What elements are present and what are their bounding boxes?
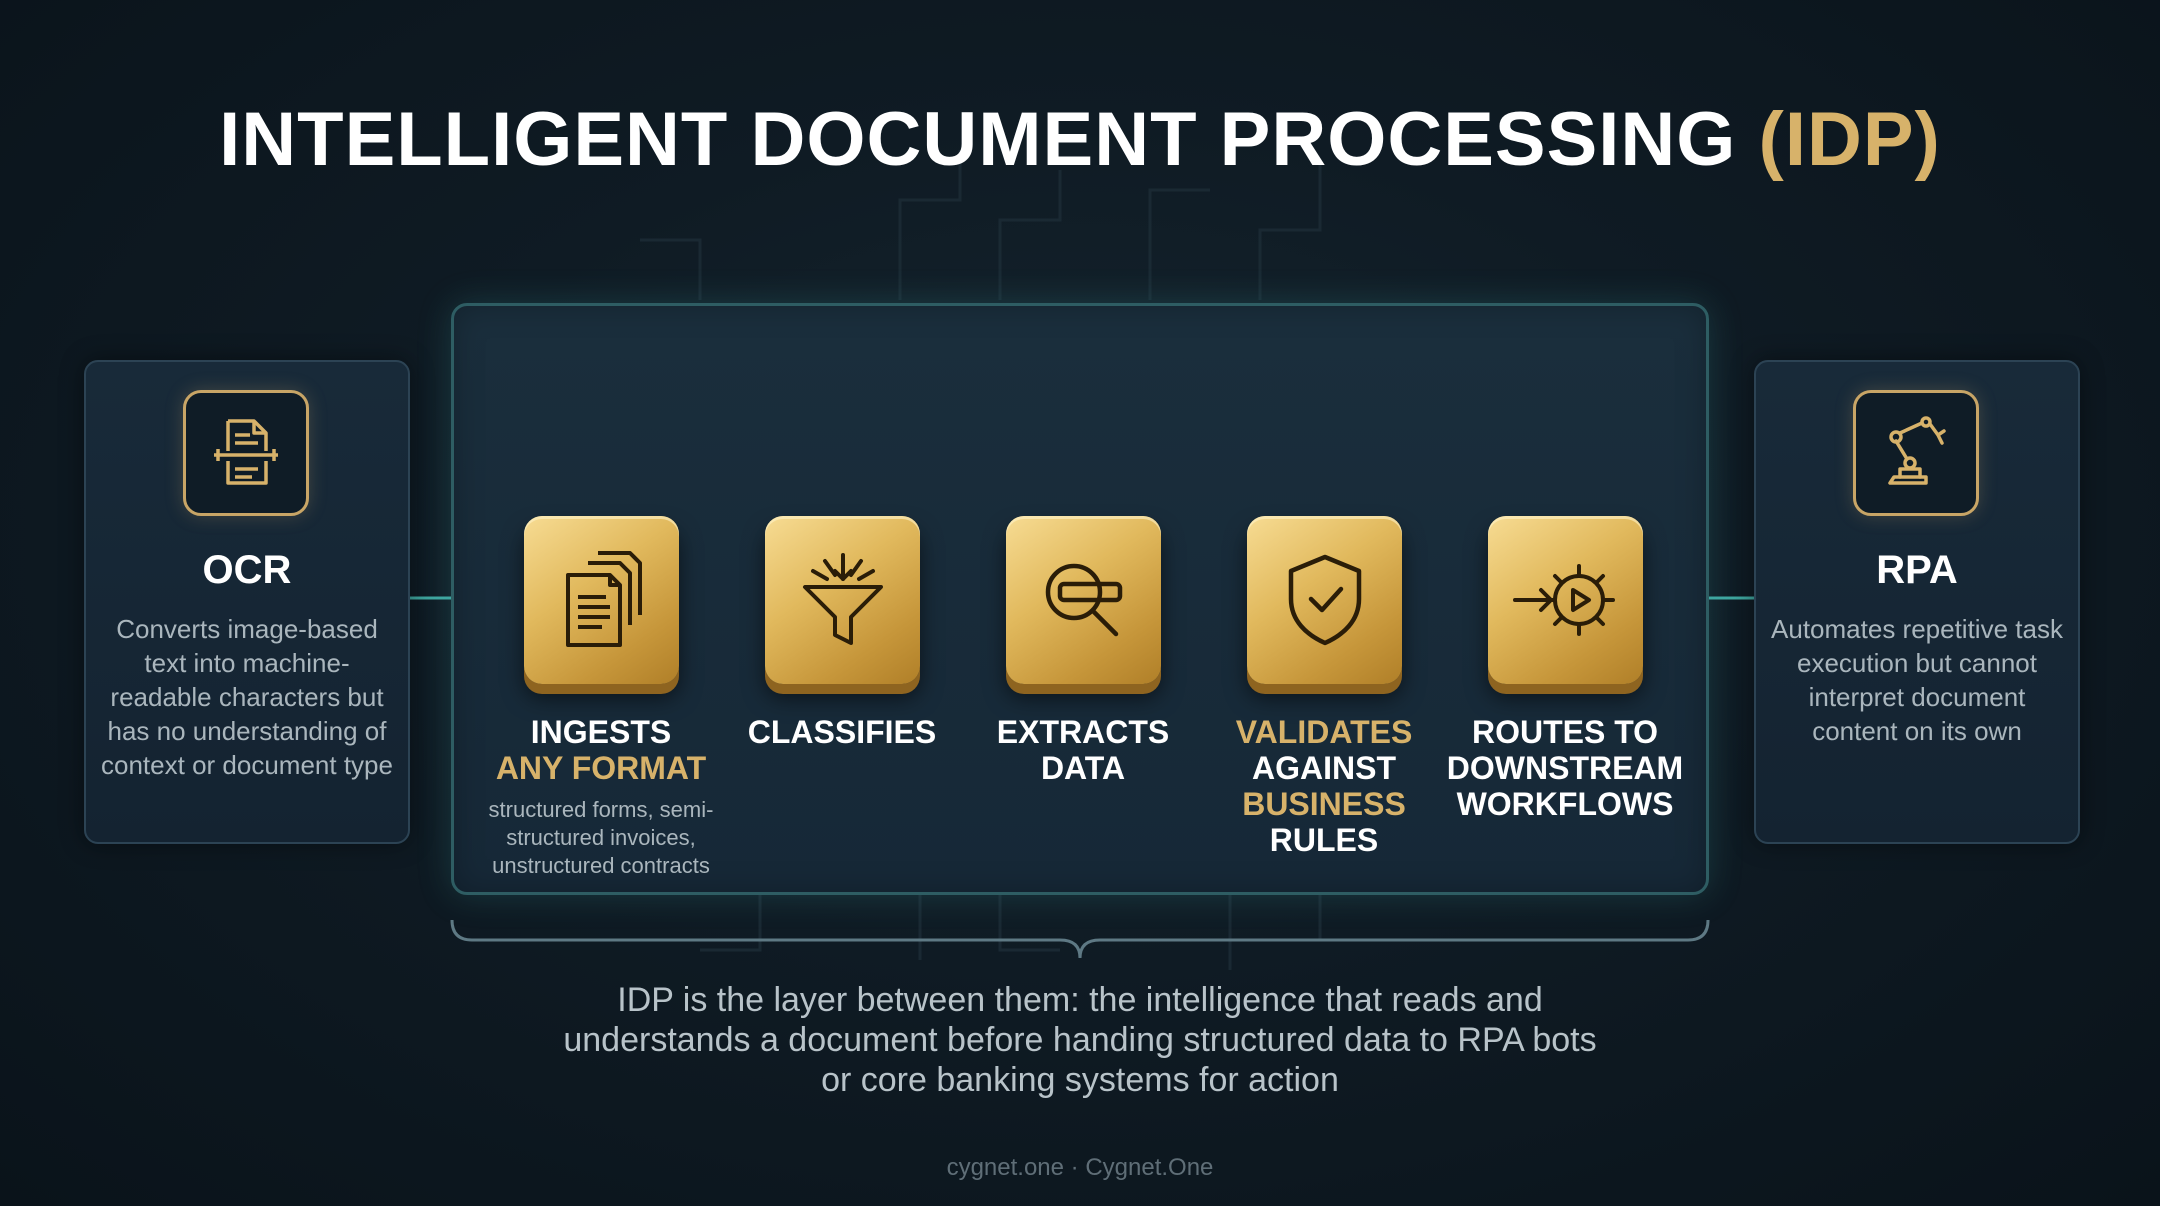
documents-stack-icon bbox=[565, 551, 642, 647]
step-classify-label: CLASSIFIES bbox=[747, 714, 937, 750]
gear-arrow-icon bbox=[1512, 564, 1615, 636]
ocr-card: OCR Converts image-based text into machi… bbox=[84, 360, 410, 844]
robot-arm-icon bbox=[1853, 390, 1979, 516]
magnifier-icon bbox=[1045, 563, 1122, 637]
route-tile bbox=[1488, 516, 1643, 684]
rpa-card: RPA Automates repetitive task execution … bbox=[1754, 360, 2080, 844]
extract-tile bbox=[1006, 516, 1161, 684]
ocr-description: Converts image-based text into machine-r… bbox=[101, 614, 393, 780]
classify-tile bbox=[765, 516, 920, 684]
page-title: INTELLIGENT DOCUMENT PROCESSING (IDP) bbox=[0, 96, 2160, 183]
idp-caption: IDP is the layer between them: the intel… bbox=[563, 981, 1597, 1099]
document-scanner-icon bbox=[183, 390, 309, 516]
title-main: INTELLIGENT DOCUMENT PROCESSING bbox=[219, 97, 1737, 182]
rpa-title: RPA bbox=[1876, 548, 1958, 592]
ocr-title: OCR bbox=[202, 548, 292, 592]
step-ingest-label: INGESTS ANY FORMAT bbox=[495, 714, 707, 786]
brace bbox=[450, 919, 1710, 959]
funnel-icon bbox=[802, 553, 883, 645]
footer-credit: cygnet.one · Cygnet.One bbox=[946, 1154, 1214, 1181]
rpa-description: Automates repetitive task execution but … bbox=[1771, 614, 2063, 746]
validate-tile bbox=[1247, 516, 1402, 684]
idp-pipeline-box: INGESTS ANY FORMAT structured forms, sem… bbox=[451, 303, 1709, 895]
title-accent: (IDP) bbox=[1758, 97, 1941, 182]
step-validate-label: VALIDATES AGAINST BUSINESS RULES bbox=[1235, 714, 1413, 858]
shield-check-icon bbox=[1288, 554, 1361, 646]
ingest-tile bbox=[524, 516, 679, 684]
step-extract-label: EXTRACTS DATA bbox=[996, 714, 1170, 786]
step-ingest-sub: structured forms, semi-structured invoic… bbox=[488, 797, 714, 878]
step-route-label: ROUTES TO DOWNSTREAM WORKFLOWS bbox=[1446, 714, 1684, 822]
